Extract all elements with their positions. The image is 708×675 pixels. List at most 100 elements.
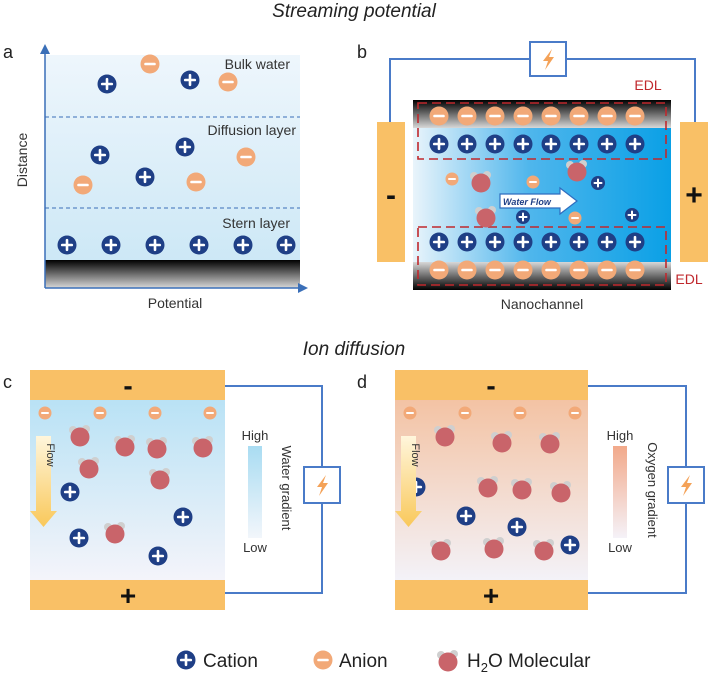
- flow-arrow-icon: [30, 436, 57, 527]
- gradient-axis-label: Oxygen gradient: [645, 442, 660, 538]
- cation-ion: [596, 231, 618, 253]
- panel-b-letter: b: [357, 42, 367, 62]
- y-axis-label: Distance: [14, 133, 30, 188]
- anion-ion: [484, 259, 506, 281]
- cation-ion: [484, 133, 506, 155]
- panel-a-letter: a: [3, 42, 14, 62]
- label-bulk-water: Bulk water: [225, 56, 291, 72]
- top-electrode: [30, 370, 225, 400]
- electrolyte-region: [30, 400, 225, 580]
- cation-ion: [188, 234, 210, 256]
- cation-ion: [428, 231, 450, 253]
- anion-ion: [512, 405, 528, 421]
- nanochannel-caption: Nanochannel: [501, 296, 584, 312]
- anion-ion: [235, 146, 257, 168]
- anion-ion: [567, 405, 583, 421]
- edl-label-top: EDL: [634, 77, 661, 93]
- anion-ion: [147, 405, 163, 421]
- anion-ion: [456, 105, 478, 127]
- bottom-electrode: [395, 580, 588, 610]
- panel-d: d - + Flow High Low Oxygen gradient: [357, 370, 705, 611]
- anion-ion: [568, 259, 590, 281]
- left-electrode-sign: -: [386, 179, 396, 212]
- label-stern-layer: Stern layer: [222, 215, 290, 231]
- gradient-low-label: Low: [608, 540, 632, 555]
- circuit-wire: [389, 58, 696, 122]
- cation-ion: [506, 516, 528, 538]
- cation-ion: [144, 234, 166, 256]
- circuit-wire: [225, 385, 323, 594]
- anion-ion: [37, 405, 53, 421]
- panel-d-letter: d: [357, 372, 367, 392]
- cation-ion: [596, 133, 618, 155]
- anion-legend-icon: [312, 649, 334, 671]
- gradient-low-label: Low: [243, 540, 267, 555]
- flow-arrow-icon: [499, 186, 578, 216]
- panel-c-letter: c: [3, 372, 12, 392]
- anion-ion: [428, 105, 450, 127]
- anion-ion: [456, 259, 478, 281]
- cation-legend-icon: [175, 649, 197, 671]
- anion-ion: [512, 105, 534, 127]
- legend: Cation Anion H2O Molecular: [175, 649, 591, 675]
- anion-ion: [457, 405, 473, 421]
- oxygen-gradient-bar: [613, 446, 627, 538]
- cation-ion: [96, 73, 118, 95]
- cation-ion: [172, 506, 194, 528]
- anion-ion: [540, 259, 562, 281]
- legend-cation-label: Cation: [203, 651, 258, 672]
- cation-ion: [624, 207, 640, 223]
- cation-ion: [275, 234, 297, 256]
- edl-label-bottom: EDL: [675, 271, 702, 287]
- cation-ion: [56, 234, 78, 256]
- anion-ion: [139, 53, 161, 75]
- legend-anion-label: Anion: [339, 651, 388, 672]
- anion-ion: [428, 259, 450, 281]
- legend-h2o-subscript: 2: [481, 660, 488, 675]
- cation-ion: [590, 175, 606, 191]
- x-axis-label: Potential: [148, 295, 202, 311]
- edl-box-top: [417, 102, 667, 160]
- top-electrode-sign: -: [486, 370, 495, 401]
- cation-ion: [134, 166, 156, 188]
- electrolyte-region: [45, 55, 300, 260]
- flow-label: Flow: [44, 443, 56, 466]
- anion-ion: [72, 174, 94, 196]
- anion-ion: [525, 174, 541, 190]
- anion-ion: [92, 405, 108, 421]
- panel-c: c - + Flow High Low Water gradient: [3, 370, 341, 611]
- cation-ion: [540, 133, 562, 155]
- top-electrode: [395, 370, 588, 400]
- cation-ion: [559, 534, 581, 556]
- cation-ion: [540, 231, 562, 253]
- cation-ion: [568, 133, 590, 155]
- cation-ion: [624, 231, 646, 253]
- power-source: [303, 466, 341, 504]
- anion-ion: [185, 171, 207, 193]
- anion-ion: [568, 105, 590, 127]
- cation-ion: [68, 527, 90, 549]
- water-flow-label: Water Flow: [503, 197, 552, 207]
- x-axis-arrow-icon: [298, 283, 308, 293]
- anion-ion: [540, 105, 562, 127]
- water-molecule-legend-icon: [437, 650, 458, 672]
- y-axis-arrow-icon: [40, 44, 50, 54]
- flow-arrow-icon: [395, 436, 422, 527]
- cation-ion: [515, 209, 531, 225]
- bottom-electrode: [30, 580, 225, 610]
- top-electrode-sign: -: [123, 370, 132, 401]
- gradient-high-label: High: [242, 428, 269, 443]
- charged-substrate: [45, 260, 300, 288]
- anion-ion: [217, 71, 239, 93]
- water-gradient-bar: [248, 446, 262, 538]
- legend-h2o-label: H2O Molecular: [467, 651, 591, 675]
- label-diffusion-layer: Diffusion layer: [208, 122, 297, 138]
- flow-label: Flow: [409, 443, 421, 466]
- right-electrode-sign: +: [685, 179, 703, 212]
- title-streaming-potential: Streaming potential: [272, 1, 436, 22]
- gradient-high-label: High: [607, 428, 634, 443]
- anion-ion: [624, 105, 646, 127]
- panel-b: b - + EDL EDL: [357, 41, 708, 312]
- bottom-electrode-sign: +: [120, 580, 136, 611]
- anion-ion: [402, 405, 418, 421]
